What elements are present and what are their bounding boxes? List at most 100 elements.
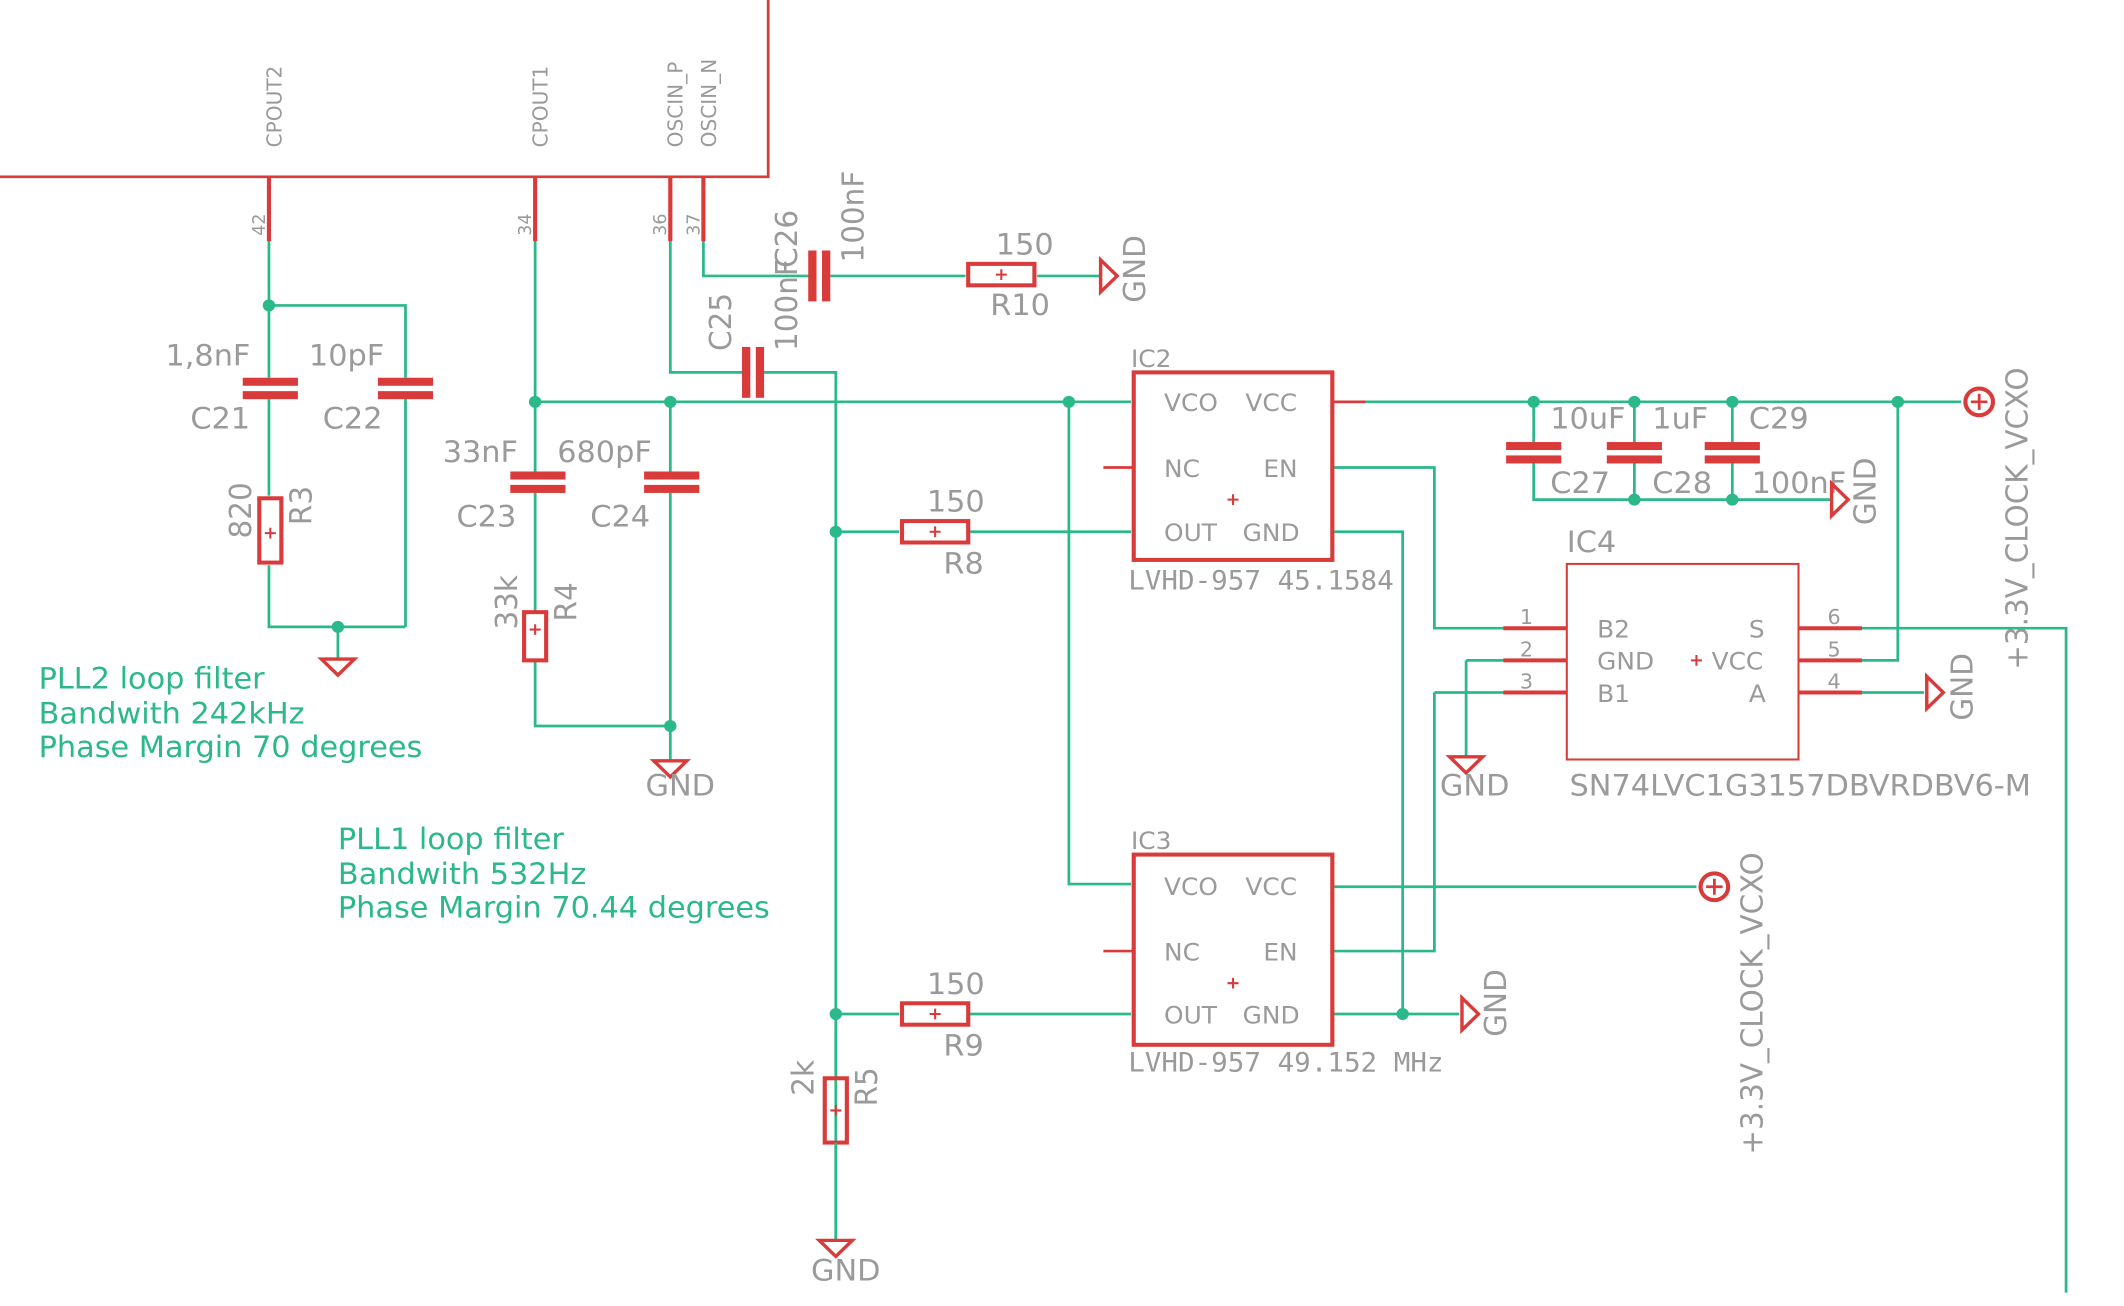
ic4-pin-number-5: 5 <box>1827 638 1840 662</box>
junction-dot <box>1396 1007 1409 1021</box>
capacitor-c29: C29 100nF <box>1704 402 1846 501</box>
junction-dot <box>1527 395 1540 408</box>
r9-name: R9 <box>943 1029 983 1063</box>
pin-name-cpout2: CPOUT2 <box>262 66 286 148</box>
pin-number-37: 37 <box>684 214 704 236</box>
capacitor-c27: 10uF C27 <box>1506 402 1626 501</box>
ic2-name: IC2 <box>1131 344 1171 373</box>
c23-value: 33nF <box>443 436 518 470</box>
ic4-pin-b1: B1 <box>1597 679 1630 708</box>
c25-value: 100nF <box>770 259 806 351</box>
ground-symbol: GND <box>1925 653 1980 721</box>
ground-symbol: GND <box>1440 755 1510 804</box>
junction-dot <box>262 299 276 312</box>
junction-dot <box>1062 395 1076 408</box>
junction-dot <box>1628 395 1641 408</box>
ic4-pin-vcc: VCC <box>1712 647 1764 676</box>
ic3-pin-nc: NC <box>1164 938 1200 967</box>
capacitor-c21: 1,8nF C21 <box>166 339 298 437</box>
ic2-pin-gnd: GND <box>1243 518 1300 547</box>
c23-name: C23 <box>457 500 517 534</box>
ic4-pin-number-3: 3 <box>1520 670 1533 694</box>
r3-name: R3 <box>284 486 320 525</box>
junction-dot <box>829 525 843 538</box>
junction-dot <box>829 1007 843 1021</box>
ic2-value: LVHD-957 45.1584 <box>1128 566 1394 597</box>
ic3-name: IC3 <box>1131 827 1171 856</box>
r9-value: 150 <box>927 967 985 1001</box>
c22-name: C22 <box>323 402 383 436</box>
pll1-note-line-3: Phase Margin 70.44 degrees <box>338 891 770 925</box>
ic2-pin-vcc: VCC <box>1245 389 1297 418</box>
ic4-pin-number-6: 6 <box>1827 605 1840 629</box>
ic3-pin-out: OUT <box>1164 1001 1218 1030</box>
wires <box>267 180 2068 1293</box>
r10-value: 150 <box>996 228 1054 262</box>
ic2-pin-nc: NC <box>1164 454 1200 483</box>
r8-value: 150 <box>927 485 985 519</box>
junction-dot <box>1891 395 1905 408</box>
ic3-pin-en: EN <box>1263 938 1297 967</box>
junction-dot <box>664 719 677 733</box>
ic3-value: LVHD-957 49.152 MHz <box>1128 1048 1443 1079</box>
ground-symbol: GND <box>1829 458 1884 526</box>
c21-name: C21 <box>190 402 250 436</box>
r5-value: 2k <box>786 1059 822 1095</box>
c27-name: C27 <box>1550 466 1610 500</box>
resistor-r8: 150 R8 <box>899 485 985 581</box>
junction-dot <box>528 395 542 408</box>
c22-value: 10pF <box>309 339 384 373</box>
ic3-pin-vcc: VCC <box>1245 872 1297 901</box>
pll2-note-line-1: PLL2 loop filter <box>39 662 266 696</box>
resistor-r10: 150 R10 <box>966 228 1054 323</box>
pll1-note-line-1: PLL1 loop filter <box>338 823 565 857</box>
c29-name: C29 <box>1749 402 1809 436</box>
ground-label: GND <box>1479 969 1515 1037</box>
pin-name-oscin-p: OSCIN_P <box>663 62 687 148</box>
capacitor-c22: 10pF C22 <box>309 339 434 437</box>
supply-label: +3.3V_CLOCK_VCXO <box>2000 367 2036 669</box>
pin-name-oscin-n: OSCIN_N <box>697 59 721 148</box>
ic2-oscillator: IC2 VCO VCC NC EN OUT GND LVHD-957 45.15… <box>1103 344 1394 597</box>
ic4-pin-b2: B2 <box>1597 615 1630 644</box>
capacitor-c24: 680pF C24 <box>557 436 700 534</box>
ic4-name: IC4 <box>1567 525 1616 559</box>
junction-dot <box>1726 395 1739 408</box>
ic4-pin-gnd: GND <box>1597 647 1654 676</box>
capacitor-c26: C26 100nF <box>770 171 872 302</box>
supply-vcxo-top: +3.3V_CLOCK_VCXO <box>1963 367 2036 670</box>
pll2-note-line-3: Phase Margin 70 degrees <box>39 730 423 764</box>
ic3-oscillator: IC3 VCO VCC NC EN OUT GND LVHD-957 49.15… <box>1103 827 1444 1079</box>
junctions <box>262 299 1905 1021</box>
junction-dot <box>1726 493 1739 506</box>
c28-name: C28 <box>1652 466 1712 500</box>
origin-markers <box>264 269 1702 1116</box>
supply-vcxo-bottom: +3.3V_CLOCK_VCXO <box>1698 852 1771 1155</box>
c26-name: C26 <box>770 210 806 268</box>
r5-name: R5 <box>850 1067 886 1106</box>
c24-value: 680pF <box>557 436 652 470</box>
r4-name: R4 <box>549 582 585 621</box>
c25-name: C25 <box>704 293 740 351</box>
ic4-value: SN74LVC1G3157DBVRDBV6-M <box>1570 769 2031 803</box>
supply-label: +3.3V_CLOCK_VCXO <box>1735 852 1771 1154</box>
ground-label: GND <box>1440 769 1510 803</box>
ground-label: GND <box>1848 458 1884 526</box>
pll1-note: PLL1 loop filter Bandwith 532Hz Phase Ma… <box>338 823 770 926</box>
ground-symbol: GND <box>645 759 715 804</box>
pll1-note-line-2: Bandwith 532Hz <box>338 857 586 891</box>
ic2-pin-out: OUT <box>1164 518 1218 547</box>
c26-value: 100nF <box>836 171 872 263</box>
resistor-r3: 820 R3 <box>224 482 320 565</box>
main-ic: CPOUT2 CPOUT1 OSCIN_P OSCIN_N 42 34 36 3… <box>0 0 770 242</box>
ic3-pin-gnd: GND <box>1243 1001 1300 1030</box>
junction-dot <box>331 620 345 633</box>
ic4-pin-number-1: 1 <box>1520 605 1533 629</box>
ground-symbol: GND <box>1098 235 1153 303</box>
ic4-pin-number-2: 2 <box>1520 638 1533 662</box>
c21-value: 1,8nF <box>166 339 251 373</box>
r8-name: R8 <box>943 547 983 581</box>
c24-name: C24 <box>590 500 650 534</box>
ic4-switch: IC4 B2 GND B1 S VCC A 1 2 3 6 5 4 SN74LV… <box>1503 525 2031 804</box>
